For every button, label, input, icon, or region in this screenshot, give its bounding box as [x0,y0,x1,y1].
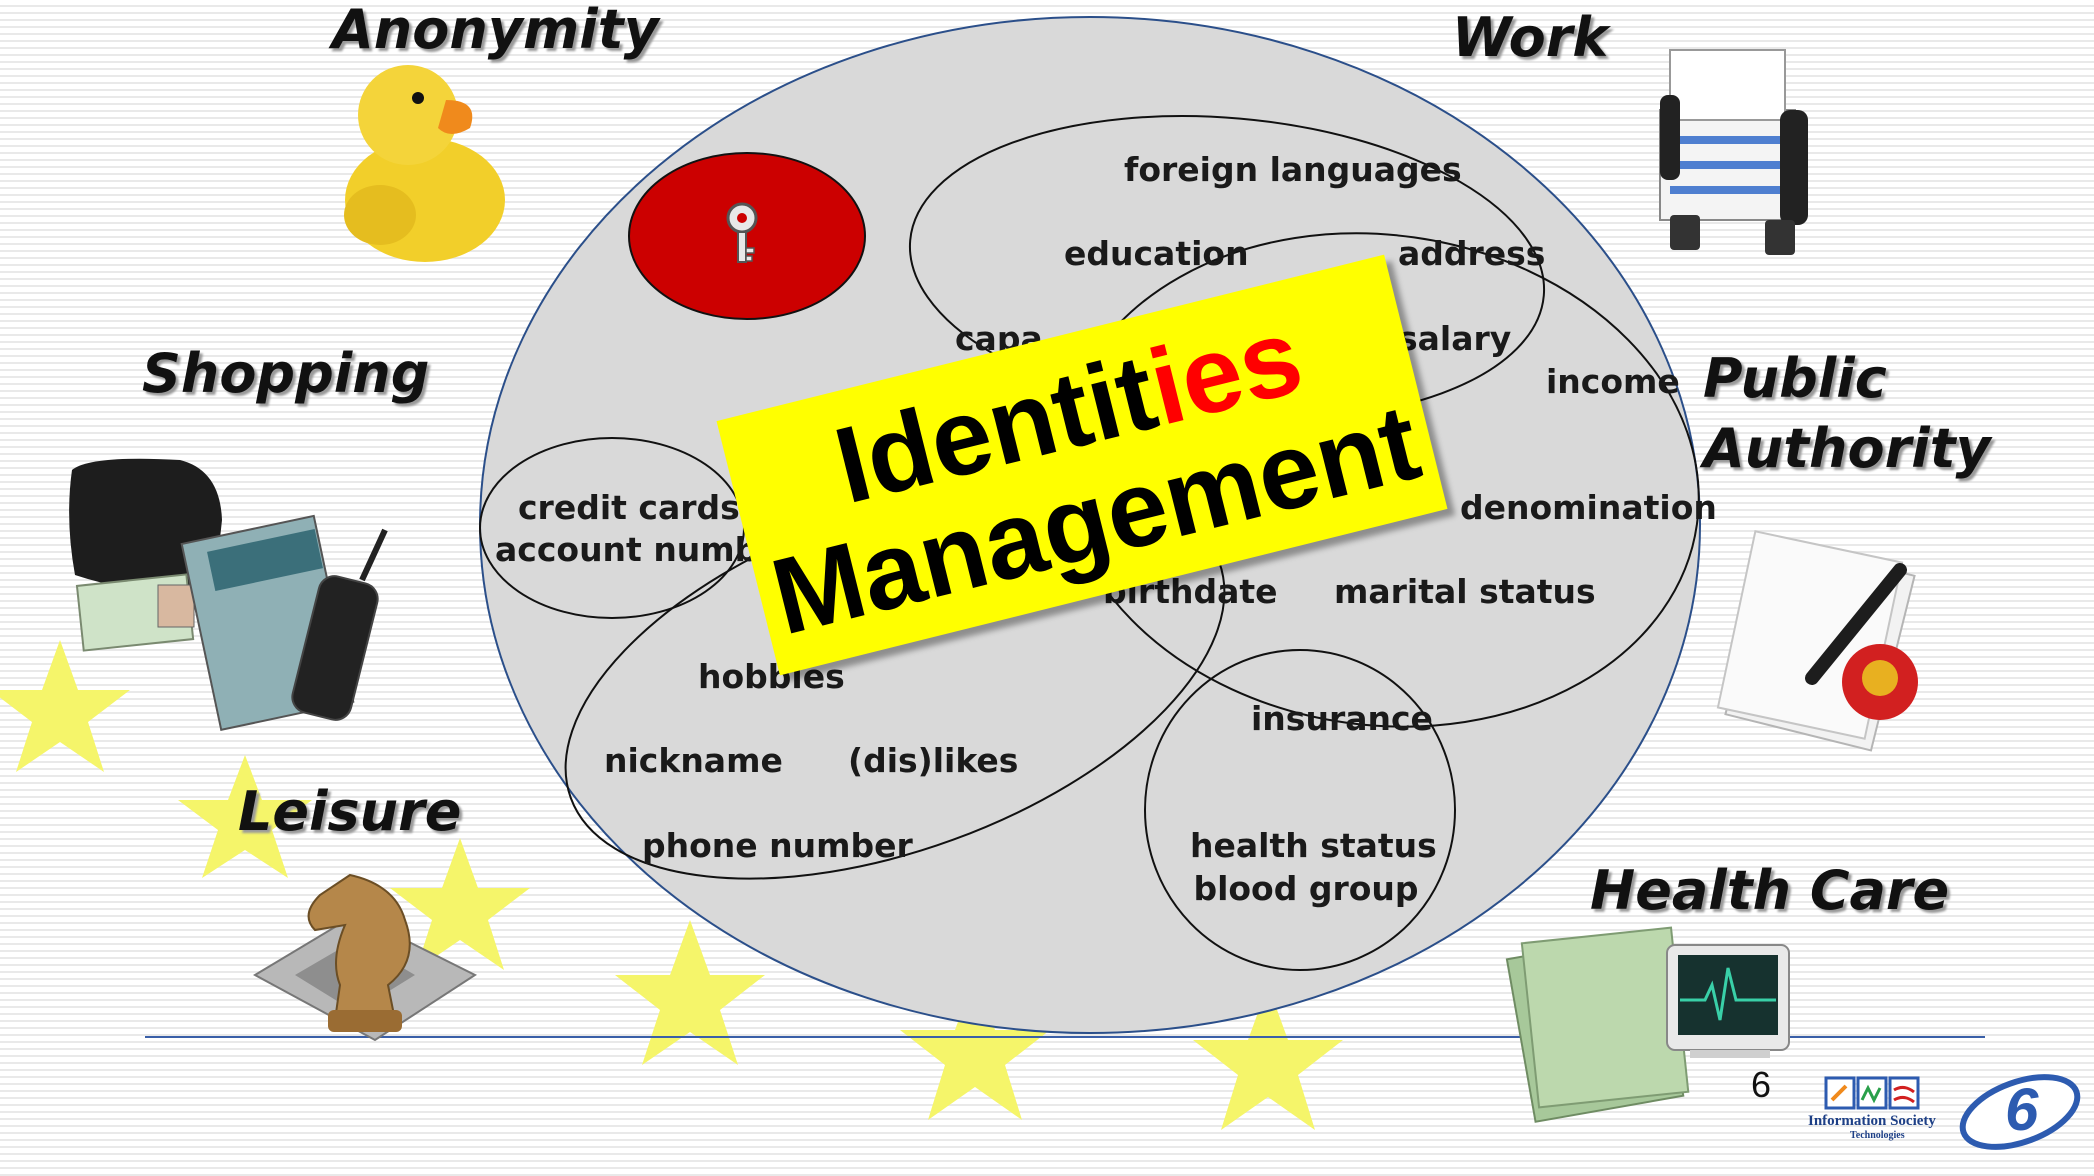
star-shape [900,975,1050,1120]
attr-marital-status: marital status [1334,572,1596,611]
label-public-authority-2: Authority [1703,417,1991,480]
attr-foreign-languages: foreign languages [1124,150,1462,189]
attr-blood-group: blood group [1193,869,1419,908]
attr-account-number: account numbe [495,530,781,569]
fp6-logo-icon: 6 [1959,1074,2081,1150]
chess-knight-icon [252,873,478,1042]
attr-credit-cards: credit cards [518,488,740,527]
page-number: 6 [1751,1064,1772,1105]
attr-denomination: denomination [1460,488,1717,527]
tuberculosis-monitor-icon [1505,926,1790,1123]
ist-logo-icon [1824,1076,1920,1110]
attr-nickname: nickname [604,741,783,780]
attr-income: income [1546,362,1680,401]
key-icon [726,202,758,263]
ist-logo-subtext: Technologies [1850,1130,1905,1141]
star-shape [615,920,765,1065]
rubber-duck-icon [344,65,505,262]
label-health-care: Health Care [1590,859,1950,922]
eu-stars-decoration [0,640,1343,1130]
rolodex-icon [1659,49,1808,255]
star-shape [0,640,130,772]
attr-salary: salary [1398,319,1512,358]
label-leisure: Leisure [238,780,462,843]
attr-insurance: insurance [1251,699,1433,738]
svg-text:6: 6 [2005,1076,2039,1143]
label-work: Work [1452,6,1609,69]
attr-dislikes: (dis)likes [848,741,1019,780]
document-pen-seal-icon [1716,530,1918,752]
star-shape [390,838,530,970]
star-shape [1193,985,1343,1130]
attr-education: education [1064,234,1249,273]
wallet-shopping-icon [69,458,388,732]
label-shopping: Shopping [142,342,430,405]
attr-address: address [1398,234,1546,273]
label-public-authority-1: Public [1703,347,1887,410]
attr-health-status: health status [1190,826,1437,865]
ist-logo-text: Information Society [1808,1113,1936,1129]
attr-phone-number: phone number [642,826,913,865]
label-anonymity: Anonymity [332,0,659,61]
star-shape [178,755,312,878]
health-ellipse [1144,649,1456,971]
